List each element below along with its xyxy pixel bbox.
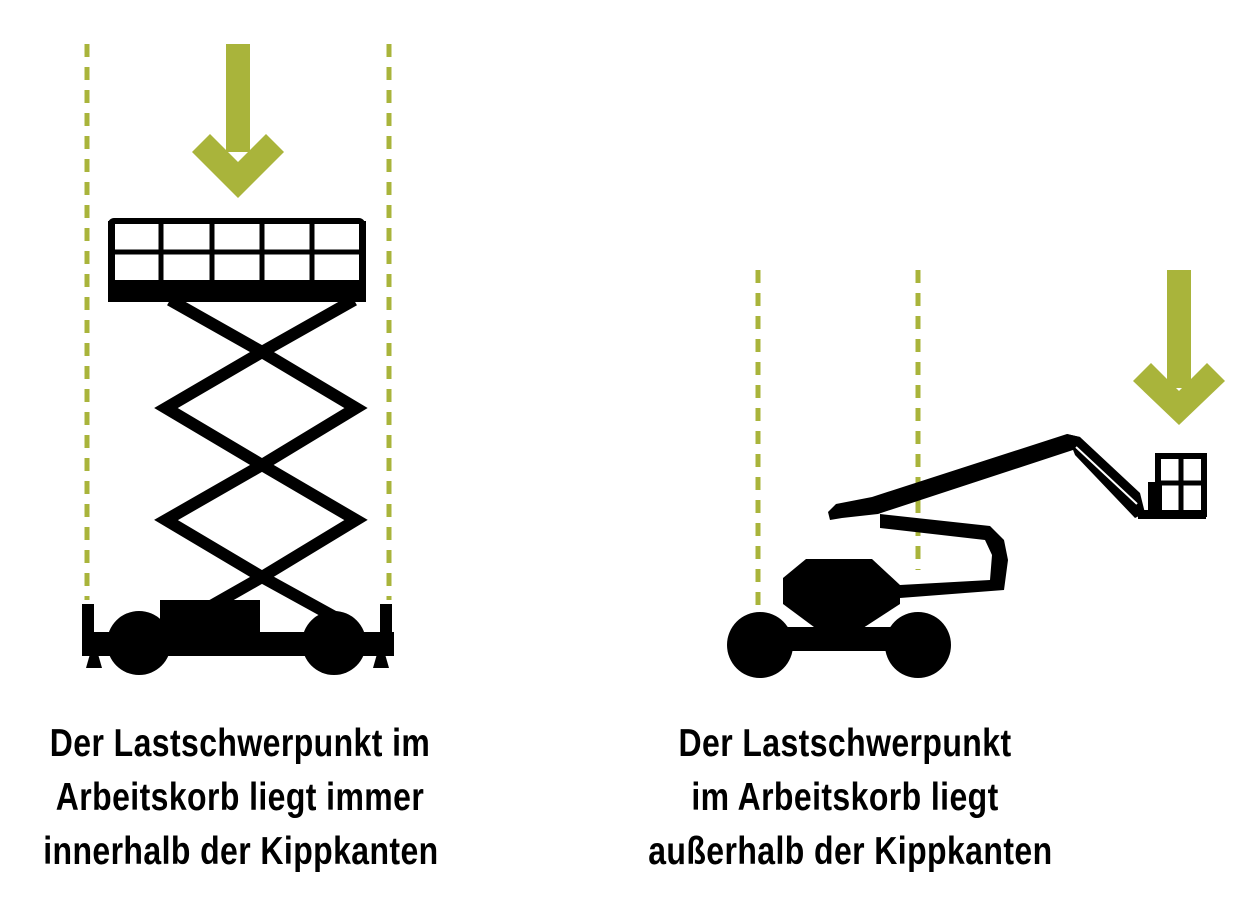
wheel-right — [885, 612, 951, 678]
boom-lift-chassis — [727, 559, 951, 678]
boom-arms — [828, 434, 1145, 598]
caption-boom-lift: Der Lastschwerpunkt im Arbeitskorb liegt… — [648, 717, 1053, 879]
caption-scissor-lift: Der Lastschwerpunkt im Arbeitskorb liegt… — [43, 717, 439, 879]
caption-line: im Arbeitskorb liegt — [691, 776, 999, 819]
load-arrow-icon — [192, 44, 284, 198]
wheel-left — [727, 612, 793, 678]
wheel-right — [302, 611, 366, 675]
caption-line: innerhalb der Kippkanten — [43, 830, 439, 873]
work-platform-basket — [1138, 453, 1207, 519]
caption-line: außerhalb der Kippkanten — [648, 830, 1053, 873]
caption-line: Der Lastschwerpunkt — [678, 722, 1012, 765]
work-platform-basket — [108, 218, 366, 302]
scissor-arms — [154, 294, 368, 626]
wheel-left — [107, 611, 171, 675]
boom-lift-diagram — [727, 270, 1225, 678]
scissor-lift-diagram — [82, 44, 394, 675]
load-arrow-icon — [1133, 270, 1225, 425]
caption-line: Der Lastschwerpunkt im — [49, 722, 431, 765]
caption-line: Arbeitskorb liegt immer — [55, 776, 425, 819]
scissor-lift-chassis — [82, 600, 394, 675]
